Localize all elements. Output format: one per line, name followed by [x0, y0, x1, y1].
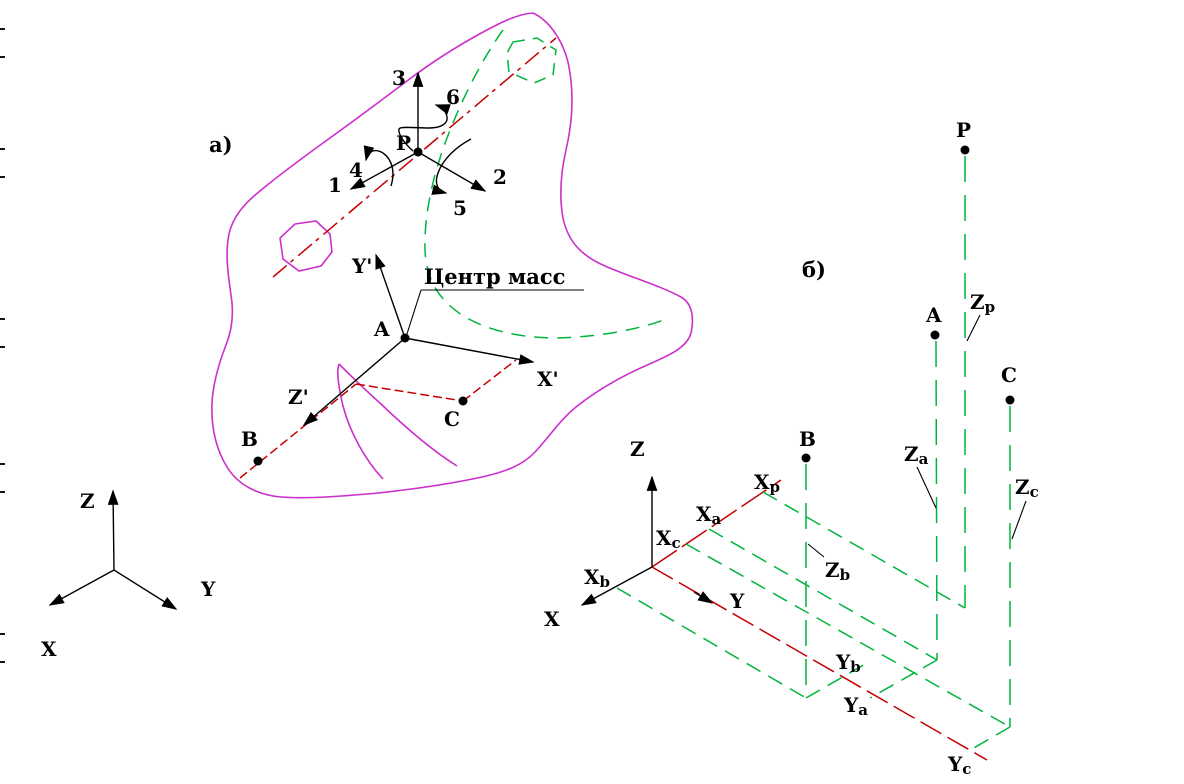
triad-z-axis	[107, 489, 119, 571]
panel-b-label: б)	[802, 257, 826, 282]
coord-label-ya: Ya	[843, 693, 868, 719]
axis-1-arrow	[349, 151, 419, 190]
dof-5-label: 5	[453, 196, 467, 220]
b-point-b-label: B	[799, 427, 816, 451]
hole-octagon	[279, 220, 333, 272]
triad-z-label: Z	[80, 489, 95, 513]
proj-x-line-c	[971, 726, 1011, 750]
panel-a: а) P A B C 1 2 3 4 5 6 Y' X' Z' Центр ма…	[209, 12, 694, 499]
b-point-a-dot	[930, 330, 940, 340]
coord-label-xc: Xc	[656, 526, 681, 552]
b-point-a-label: A	[925, 303, 942, 327]
b-point-b-dot	[801, 453, 811, 463]
coord-label-xp: Xp	[754, 470, 780, 496]
triad-x-axis	[48, 569, 115, 606]
proj-y-line-a	[708, 528, 938, 661]
dof-2-label: 2	[493, 165, 507, 189]
body-axis-line	[272, 37, 557, 278]
triad-y-label: Y	[200, 577, 216, 601]
body-fold-left	[336, 363, 384, 480]
point-b-dot	[253, 456, 263, 466]
point-c-label: C	[444, 407, 460, 431]
proj-x-line-b	[805, 662, 868, 699]
body-outline	[211, 12, 694, 499]
b-point-p-dot	[960, 145, 970, 155]
dof-1-label: 1	[328, 173, 342, 197]
b-x-axis	[580, 566, 653, 606]
dof-6-label: 6	[446, 85, 460, 109]
com-leader-line	[405, 289, 422, 338]
coord-label-zb: Zb	[825, 558, 850, 584]
point-a-label: A	[373, 317, 390, 341]
point-p-dot	[413, 147, 423, 157]
za-leader	[916, 466, 937, 509]
hidden-hexagon	[506, 37, 557, 84]
coord-label-xb: Xb	[584, 565, 610, 591]
x-marker-red-line	[651, 479, 782, 568]
x-prime-axis	[404, 337, 535, 365]
point-p-label: P	[396, 131, 411, 155]
construction-line-zc	[355, 383, 464, 402]
point-b-label: B	[241, 427, 258, 451]
b-point-p-label: P	[956, 118, 971, 142]
point-a-dot	[400, 333, 410, 343]
axis-2-arrow	[417, 151, 487, 192]
coord-label-yb: Yb	[835, 650, 861, 676]
z-prime-axis	[302, 337, 406, 427]
y-prime-label: Y'	[351, 254, 372, 278]
rotation-4-arrow	[363, 145, 394, 187]
proj-x-line-a	[869, 659, 938, 699]
scan-artifact-ticks	[0, 28, 5, 663]
rotation-5-arrow	[431, 138, 472, 195]
zc-leader	[1011, 500, 1027, 540]
y-prime-axis	[375, 253, 406, 339]
b-point-c-label: C	[1001, 363, 1017, 387]
center-of-mass-label: Центр масс	[424, 264, 565, 289]
b-point-c-dot	[1005, 395, 1015, 405]
body-fold-right	[338, 363, 458, 467]
dof-3-label: 3	[392, 66, 406, 90]
x-prime-label: X'	[537, 367, 559, 391]
coord-label-xa: Xa	[696, 502, 722, 528]
coord-label-zp: Zp	[970, 290, 995, 316]
construction-line-b	[239, 383, 357, 479]
triad-x-label: X	[41, 637, 57, 661]
global-triad: Z X Y	[41, 489, 216, 661]
b-x-axis-label: X	[544, 607, 560, 631]
coord-label-za: Za	[904, 442, 929, 468]
coord-label-yc: Yc	[947, 752, 971, 778]
triad-y-axis	[113, 569, 178, 610]
proj-y-line-b	[616, 587, 807, 699]
b-y-axis-arrow	[693, 591, 714, 604]
z-segment-a	[935, 340, 938, 661]
b-z-axis-label: Z	[630, 437, 645, 461]
proj-y-line-p	[762, 491, 966, 609]
hidden-contour-curve	[424, 29, 670, 339]
construction-line-cx	[462, 359, 517, 402]
b-y-axis-label: Y	[729, 589, 745, 613]
coord-label-zc: Zc	[1015, 475, 1039, 501]
z-prime-label: Z'	[288, 385, 309, 409]
dof-4-label: 4	[349, 158, 363, 182]
zb-leader	[807, 543, 825, 558]
proj-y-line-c	[685, 543, 1011, 728]
zp-leader	[966, 314, 981, 342]
panel-b: б) Z X Y P A B C Xp Xa Xc Xb Yb Ya Yc Zp…	[544, 118, 1039, 778]
rotation-6-arrow	[398, 104, 451, 152]
panel-a-label: а)	[209, 132, 233, 157]
point-c-dot	[458, 396, 468, 406]
